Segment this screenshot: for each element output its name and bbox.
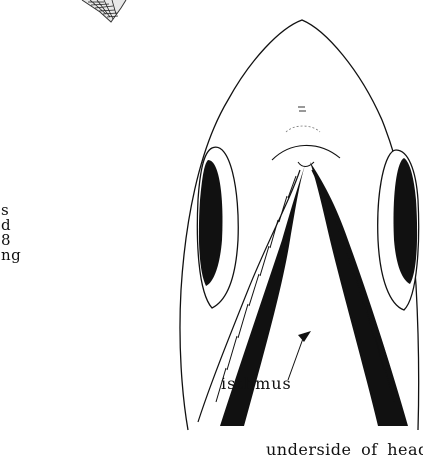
isthmus-label: isthmus — [221, 374, 292, 393]
side-text-fragment: ng — [1, 248, 21, 263]
figure-caption: underside of head — [266, 440, 423, 459]
hatched-fragment — [82, 0, 126, 22]
